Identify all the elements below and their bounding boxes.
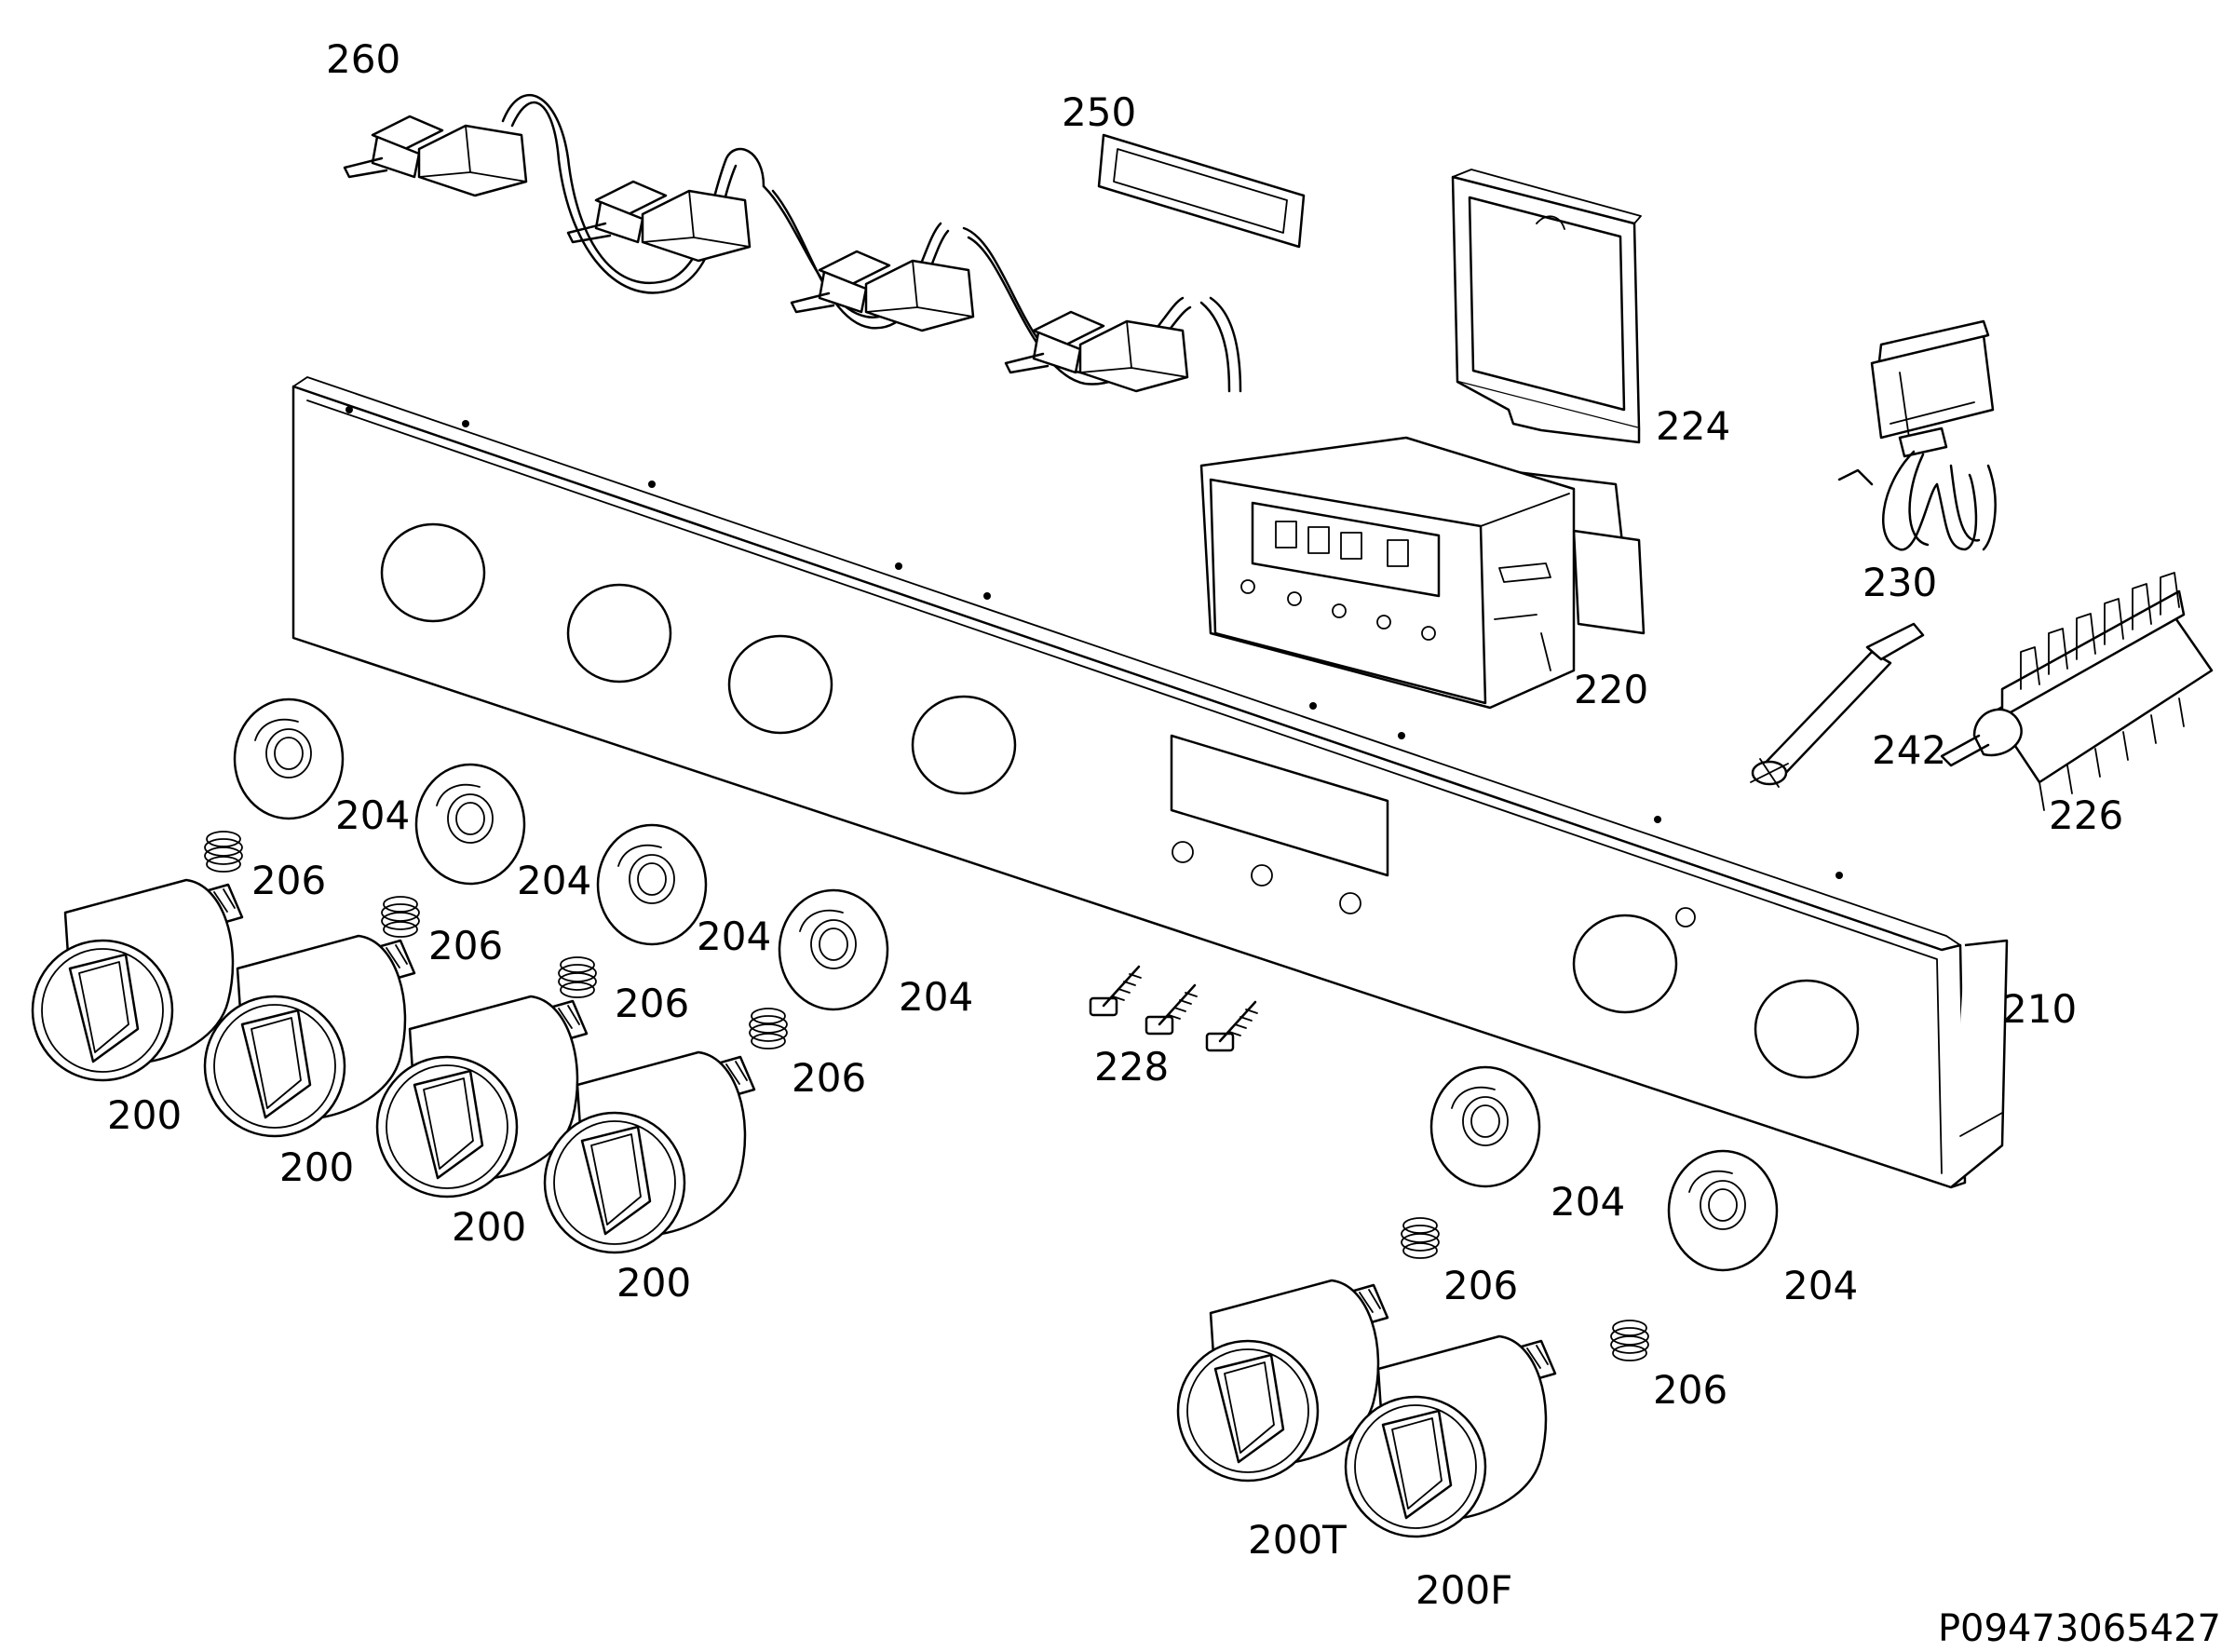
label-250: 250 [1062, 89, 1136, 135]
label-206: 206 [251, 858, 326, 903]
thermostat-230 [1837, 319, 1997, 551]
label-206: 206 [792, 1055, 866, 1101]
screws-228 [1089, 965, 1259, 1052]
part-242 [1750, 622, 1925, 788]
label-226: 226 [2049, 792, 2123, 838]
label-260: 260 [326, 36, 400, 82]
label-228: 228 [1094, 1044, 1169, 1090]
label-204: 204 [899, 974, 973, 1020]
label-204: 204 [697, 914, 771, 959]
label-206: 206 [1443, 1263, 1518, 1308]
label-200: 200 [452, 1204, 526, 1250]
label-200F: 200F [1416, 1567, 1512, 1613]
label-200: 200 [279, 1144, 354, 1190]
part-labels: 260 250 224 230 220 242 226 210 228 204 … [107, 36, 2123, 1613]
display-window-250 [1097, 133, 1306, 249]
timer-module-220 [1199, 436, 1646, 710]
label-220: 220 [1574, 667, 1648, 712]
label-204: 204 [1783, 1263, 1858, 1308]
wire-harness-260 [343, 94, 1242, 393]
selector-switch-226 [1940, 572, 2214, 811]
label-206: 206 [615, 981, 689, 1026]
label-206: 206 [428, 923, 503, 968]
label-204: 204 [335, 792, 410, 838]
label-224: 224 [1656, 403, 1730, 449]
label-230: 230 [1862, 560, 1937, 605]
label-204: 204 [1551, 1179, 1625, 1225]
label-206: 206 [1653, 1367, 1727, 1413]
drawing-code: P09473065427 [1938, 1607, 2221, 1650]
label-200: 200 [616, 1260, 691, 1306]
label-200T: 200T [1248, 1517, 1347, 1563]
label-204: 204 [517, 858, 591, 903]
label-242: 242 [1872, 727, 1946, 773]
control-panel-210 [291, 376, 2009, 1189]
label-210: 210 [2002, 986, 2077, 1032]
display-frame-224 [1451, 169, 1642, 444]
label-200: 200 [107, 1092, 182, 1138]
